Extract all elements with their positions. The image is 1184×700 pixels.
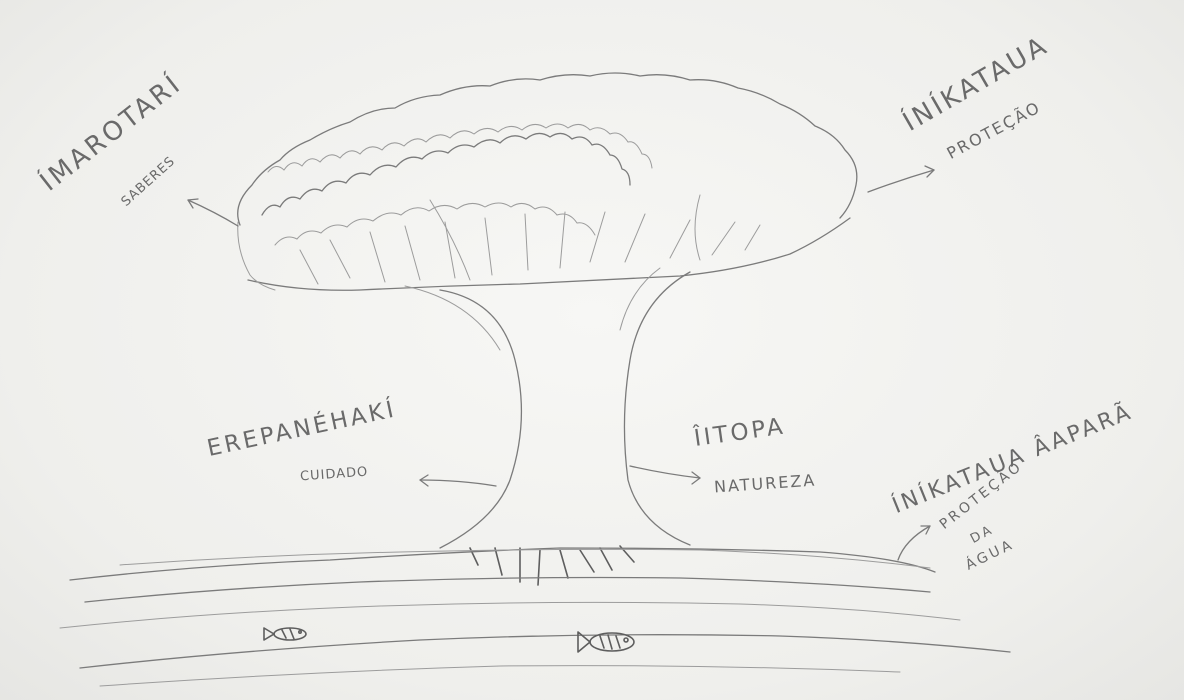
roots <box>470 546 634 585</box>
water-line-3 <box>80 635 1010 668</box>
arrow-protecao <box>868 170 934 192</box>
arrow-protecao-agua <box>898 526 930 560</box>
trunk-inner-left <box>405 286 500 350</box>
canopy-scallops-middle <box>262 133 630 215</box>
water-line-4 <box>100 666 900 686</box>
canopy-left-side <box>238 222 275 290</box>
canopy-outer-edge <box>238 73 857 225</box>
trunk-right <box>624 272 690 545</box>
water-line-1 <box>85 578 930 603</box>
canopy-bottom-edge <box>248 218 850 290</box>
canopy-scallops-lower <box>275 203 595 245</box>
arrow-natureza <box>630 466 700 478</box>
trunk-left <box>440 290 521 548</box>
canopy-hatching <box>300 195 760 284</box>
arrow-cuidado <box>420 480 496 486</box>
arrow-saberes <box>188 200 238 226</box>
fish-icon <box>264 628 306 640</box>
water-line-2 <box>60 602 960 628</box>
